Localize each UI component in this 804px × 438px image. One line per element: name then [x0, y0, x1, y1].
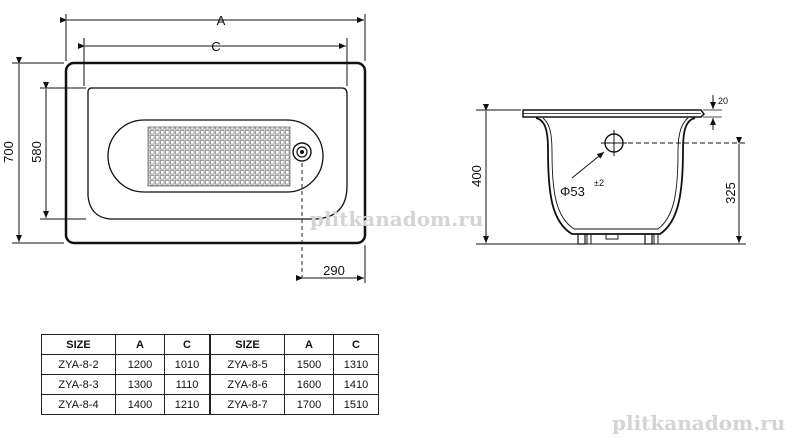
top-view: A C 700 580 290	[1, 13, 367, 283]
watermark-bottom: plitkanadom.ru	[612, 411, 785, 435]
drain-tolerance-label: ±2	[594, 178, 604, 188]
drain-diameter-label: Φ53	[560, 184, 585, 199]
anti-slip-pad	[107, 119, 324, 193]
table-cell: ZYA-8-3	[41, 374, 116, 395]
table-cell: 1500	[284, 354, 334, 375]
table-cell: 1300	[115, 374, 165, 395]
table-row: ZYA-8-4 1400 1210 ZYA-8-7 1700 1510	[41, 394, 379, 415]
header-a: A	[115, 334, 165, 355]
header-c: C	[164, 334, 211, 355]
table-cell: ZYA-8-2	[41, 354, 116, 375]
anti-slip-grid	[147, 126, 291, 187]
size-table: SIZE A C SIZE A C ZYA-8-2 1200 1010 ZYA-…	[41, 334, 379, 415]
dimension-700-label: 700	[1, 141, 16, 163]
table-cell: 1700	[284, 394, 334, 415]
header-a: A	[284, 334, 334, 355]
tub-rim-profile	[522, 109, 705, 118]
diameter-leader	[571, 151, 605, 179]
table-cell: 1600	[284, 374, 334, 395]
side-view: Φ53 ±2 400 325 20	[469, 95, 746, 245]
header-size: SIZE	[209, 334, 285, 355]
table-cell: 1510	[333, 394, 379, 415]
dimension-c-label: C	[211, 39, 220, 54]
dimension-325-label: 325	[723, 182, 738, 204]
drain-icon	[292, 142, 312, 162]
table-cell: ZYA-8-4	[41, 394, 116, 415]
dimension-a-label: A	[217, 13, 226, 28]
table-cell: 1200	[115, 354, 165, 375]
table-cell: 1010	[164, 354, 211, 375]
table-cell: ZYA-8-5	[209, 354, 285, 375]
watermark-center: plitkanadom.ru	[310, 207, 483, 231]
overflow-drain-icon	[601, 130, 627, 156]
tub-shell-outer	[535, 117, 696, 235]
dimension-580-label: 580	[29, 141, 44, 163]
dimension-400-label: 400	[469, 165, 484, 187]
dimension-290-label: 290	[323, 263, 345, 278]
tub-feet	[577, 233, 659, 245]
table-row: ZYA-8-3 1300 1110 ZYA-8-6 1600 1410	[41, 374, 379, 395]
table-row: ZYA-8-2 1200 1010 ZYA-8-5 1500 1310	[41, 354, 379, 375]
header-c: C	[333, 334, 379, 355]
size-table-header: SIZE A C SIZE A C	[41, 334, 379, 355]
table-cell: 1210	[164, 394, 211, 415]
table-cell: ZYA-8-6	[209, 374, 285, 395]
table-cell: ZYA-8-7	[209, 394, 285, 415]
dimension-20-label: 20	[718, 96, 728, 106]
tub-outer-rim	[64, 61, 367, 245]
header-size: SIZE	[41, 334, 116, 355]
table-cell: 1410	[333, 374, 379, 395]
table-cell: 1110	[164, 374, 211, 395]
tub-inner-basin	[87, 87, 348, 220]
table-cell: 1400	[115, 394, 165, 415]
table-cell: 1310	[333, 354, 379, 375]
